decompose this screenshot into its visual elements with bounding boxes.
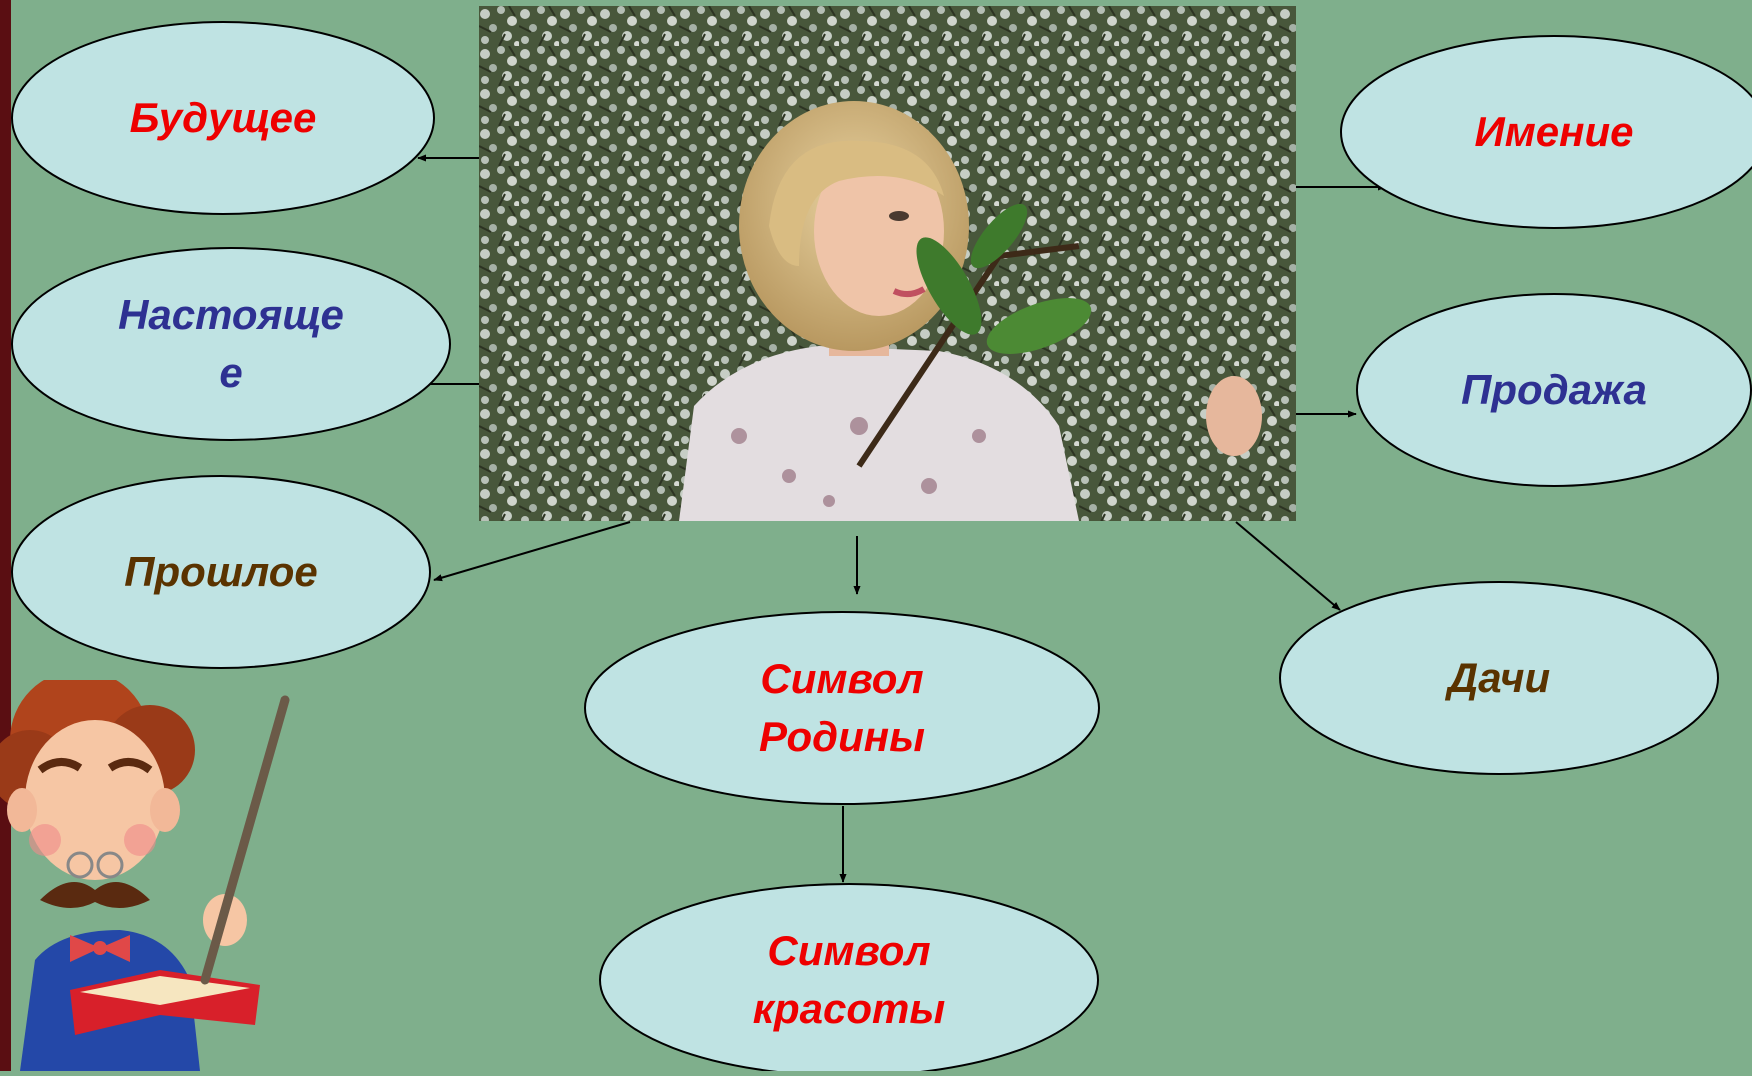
- node-ellipse-sale: [1356, 293, 1752, 487]
- edge-arrow-photo-past: [433, 521, 631, 582]
- edge-arrow-photo-dachas: [1235, 521, 1341, 611]
- cherry-blossom-photo-image: [479, 6, 1296, 521]
- node-ellipse-beauty: [599, 883, 1099, 1071]
- cartoon-professor-image: [0, 670, 290, 1071]
- node-ellipse-dachas: [1279, 581, 1719, 775]
- center-photo: [479, 6, 1296, 521]
- left-border-strip: [0, 0, 11, 1071]
- node-ellipse-estate: [1340, 35, 1752, 229]
- node-ellipse-past: [11, 475, 431, 669]
- node-ellipse-homeland: [584, 611, 1100, 805]
- nodes-layer: [11, 21, 1752, 1071]
- node-ellipse-future: [11, 21, 435, 215]
- teacher-cartoon: [0, 670, 290, 1071]
- node-ellipse-present: [11, 247, 451, 441]
